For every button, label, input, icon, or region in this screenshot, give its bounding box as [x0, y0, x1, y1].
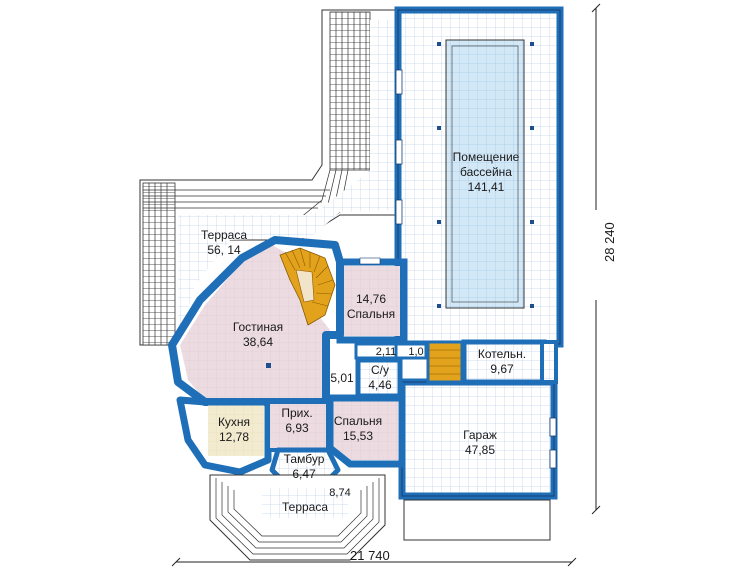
small-1-area: 2,11 [375, 346, 397, 358]
bedroom-1-area: 14,76 [355, 292, 387, 306]
terrace-bottom [209, 474, 386, 561]
living-area: 38,64 [242, 335, 274, 349]
bath-area: 4,46 [368, 378, 392, 392]
terrace-top-name: Терраса [200, 228, 248, 242]
terrace-top [139, 9, 399, 346]
pool-hall [394, 6, 564, 348]
room-label-vestibule: Тамбур 6,47 [284, 452, 325, 482]
corridor-area: 5,01 [330, 371, 354, 385]
kitchen-name: Кухня [217, 415, 251, 429]
bedroom-2-area: 15,53 [342, 429, 374, 443]
garage [398, 378, 558, 541]
terrace-bottom-name: Терраса [281, 500, 329, 514]
room-label-small-1: 2,11 [376, 345, 397, 360]
vestibule-name: Тамбур [283, 452, 325, 466]
boiler-name: Котельн. [477, 347, 527, 361]
bedroom-2-name: Спальня [333, 414, 383, 428]
pool-name-2: бассейна [460, 165, 512, 179]
living-name: Гостиная [232, 320, 284, 334]
hall-area: 6,93 [285, 421, 309, 435]
dimension-height [591, 3, 601, 515]
dimension-width [171, 557, 577, 567]
bath-name: С/у [370, 363, 389, 377]
room-label-terrace-top: Терраса 56, 14 [201, 228, 247, 258]
room-label-bedroom-1: 14,76 Спальня [347, 292, 395, 322]
kitchen-area: 12,78 [218, 430, 250, 444]
garage-name: Гараж [463, 428, 497, 442]
room-label-boiler: Котельн. 9,67 [478, 347, 526, 377]
terrace-top-area: 56, 14 [207, 243, 241, 257]
room-label-bath: С/у 4,46 [368, 363, 391, 393]
room-label-bedroom-2: Спальня 15,53 [334, 414, 382, 444]
dimension-height-label: 28 240 [602, 222, 617, 262]
small-2-area: 1,0 [408, 346, 424, 358]
room-label-hall: Прих. 6,93 [281, 406, 312, 436]
boiler-area: 9,67 [490, 362, 514, 376]
hall-name: Прих. [281, 406, 313, 420]
dimension-width-label: 21 740 [350, 548, 390, 563]
staircase-main [279, 247, 336, 326]
pool-area: 141,41 [467, 180, 505, 194]
bedroom-1-name: Спальня [346, 307, 396, 321]
vestibule-area: 6,47 [292, 467, 316, 481]
room-label-corridor: 5,01 [330, 371, 353, 386]
room-label-garage: Гараж 47,85 [463, 428, 497, 458]
room-label-terrace-bottom: Терраса [282, 500, 328, 515]
room-label-terrace-bottom-area: 8,74 [329, 486, 350, 501]
bedroom-1 [336, 257, 408, 344]
bath-block [354, 340, 464, 399]
room-label-kitchen: Кухня 12,78 [218, 415, 250, 445]
room-label-small-2: 1,0 [408, 345, 423, 360]
garage-area: 47,85 [464, 443, 496, 457]
boiler-room [461, 339, 558, 385]
room-label-pool: Помещение бассейна 141,41 [453, 150, 520, 195]
terrace-bottom-area: 8,74 [329, 487, 351, 499]
room-label-living: Гостиная 38,64 [233, 320, 283, 350]
pool-name: Помещение [452, 150, 520, 164]
